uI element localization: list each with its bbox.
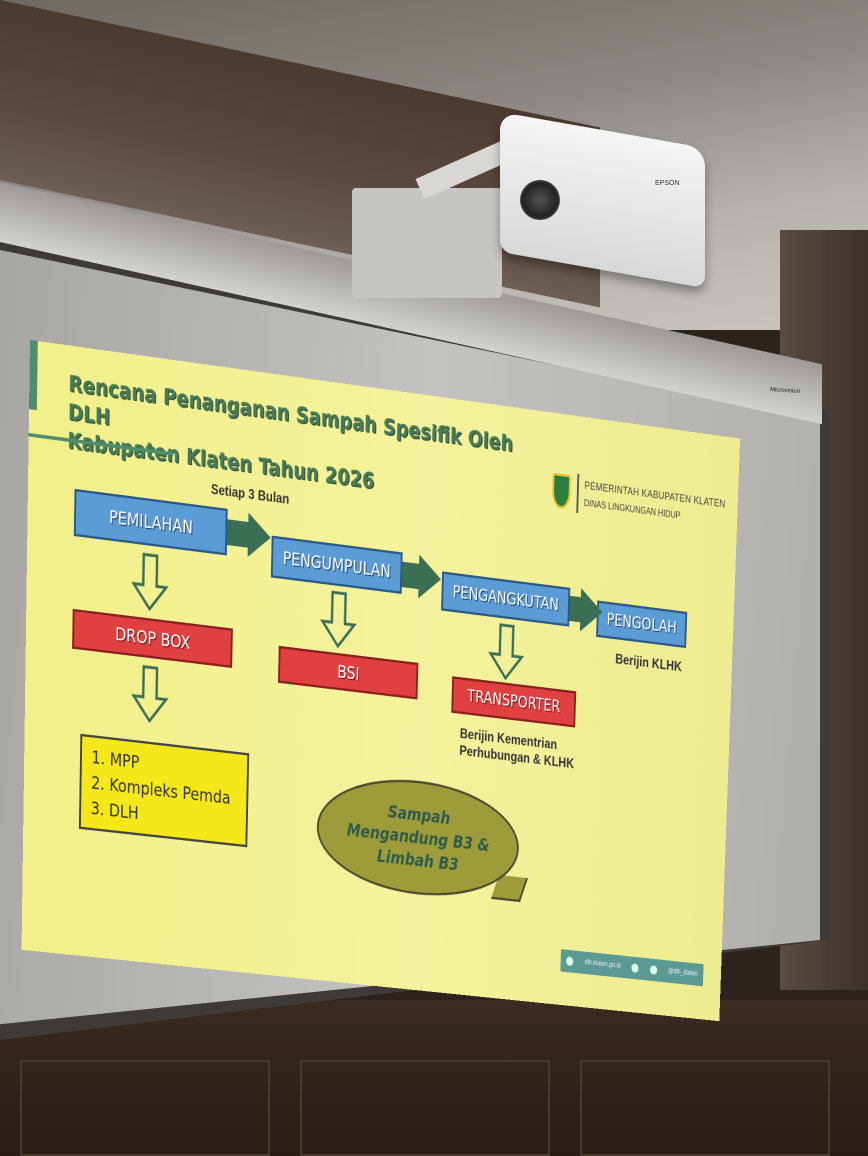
down-arrow-icon [130, 663, 169, 726]
klaten-emblem-icon [551, 472, 572, 510]
result-transporter: TRANSPORTER [451, 676, 577, 728]
social-icon [566, 956, 574, 967]
footer-handle: @dlh_klaten [667, 968, 698, 978]
projected-slide: Rencana Penanganan Sampah Spesifik Oleh … [21, 340, 741, 1022]
social-icon [631, 963, 640, 973]
cabinet-panel [20, 1060, 270, 1156]
cabinet-panel [580, 1060, 830, 1156]
down-arrow-icon [130, 550, 169, 613]
flow-arrow-right-icon [418, 554, 442, 602]
footer-site: dlh.klaten.go.id [584, 959, 621, 970]
b3-waste-callout: Sampah Mengandung B3 & Limbah B3 [315, 769, 521, 906]
result-bsi: BSI [277, 645, 419, 700]
cabinet-panel [300, 1060, 550, 1156]
step-pengolah: PENGOLAH [596, 600, 688, 649]
slide-accent-stripe [29, 340, 38, 411]
wooden-cabinet [0, 1000, 868, 1156]
down-arrow-icon [319, 588, 358, 650]
location-item: 3. DLH [90, 797, 139, 824]
frequency-label: Setiap 3 Bulan [210, 480, 290, 508]
org-divider [576, 473, 580, 514]
flow-arrow-stem [226, 519, 251, 548]
flow-arrow-right-icon [579, 588, 603, 635]
social-icon [649, 965, 658, 975]
step-pengangkutan: PENGANGKUTAN [441, 571, 571, 627]
down-arrow-icon [487, 621, 525, 683]
dropbox-locations: 1. MPP 2. Kompleks Pemda 3. DLH [78, 733, 250, 848]
transporter-note: Berijin Kementrian Perhubungan & KLHK [459, 725, 575, 772]
flow-arrow-right-icon [247, 512, 272, 560]
result-drop-box: DROP BOX [72, 608, 233, 668]
pengolah-note: Berijin KLHK [615, 650, 683, 675]
projector-wall-mount [352, 188, 502, 298]
projector-lens-icon [520, 180, 560, 220]
step-pengumpulan: PENGUMPULAN [270, 535, 403, 594]
step-pemilahan: PEMILAHAN [73, 488, 228, 556]
projector-brand-label: EPSON [655, 180, 680, 187]
slide-footer: dlh.klaten.go.id @dlh_klaten [560, 949, 704, 987]
